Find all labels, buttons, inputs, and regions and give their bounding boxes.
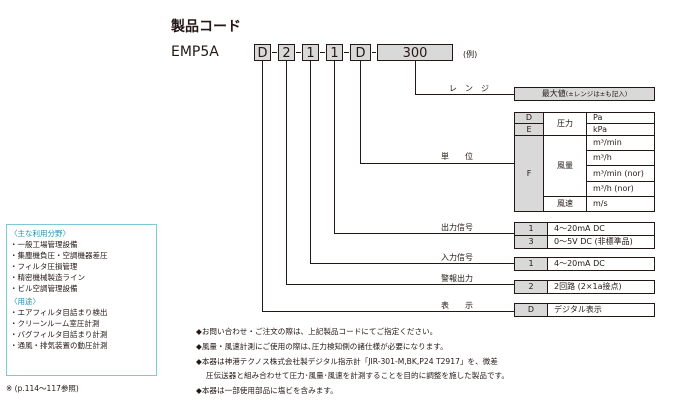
note: ◆本器は一部使用部品に塩ビを含みます。	[196, 386, 338, 395]
page-title: 製品コード	[171, 19, 241, 35]
use-item: ・クリーンルーム室圧計測	[10, 319, 100, 328]
field-item: ・集塵機負圧・空調機器差圧	[10, 251, 108, 260]
output-label: 出力信号	[441, 223, 473, 232]
input-code: 1	[514, 257, 548, 271]
field-item: ・ビル空調管理設備	[10, 284, 78, 293]
field-item: ・フィルタ圧損管理	[10, 262, 78, 271]
dash	[296, 52, 301, 53]
unit-group-pressure: 圧力	[543, 112, 587, 136]
connector-range	[415, 61, 416, 95]
page-reference: ※ (p.114～117参照)	[6, 384, 79, 393]
connector-alarm	[286, 284, 514, 285]
connector-unit	[360, 163, 514, 164]
connector-alarm	[286, 61, 287, 285]
code-box-unit: D	[350, 44, 371, 61]
alarm-text: 2回路 (2×1a接点)	[547, 280, 655, 294]
unit-value: m³/h	[586, 150, 655, 166]
connector-unit	[360, 61, 361, 164]
range-value: 最大値	[541, 89, 566, 98]
code-box-display: D	[254, 44, 271, 61]
alarm-label: 警報出力	[441, 274, 473, 283]
unit-value: m³/min	[586, 135, 655, 151]
connector-input	[310, 263, 514, 264]
input-text: 4～20mA DC	[547, 257, 655, 271]
note: ◆本器は神港テクノス株式会社製デジタル指示計「JIR-301-M,BK,P24 …	[196, 357, 498, 366]
range-value-box: 最大値(±レンジは±も記入)	[514, 87, 655, 101]
use-item: ・エアフィルタ目詰まり検出	[10, 308, 108, 317]
dash	[372, 52, 376, 53]
connector-output	[334, 233, 514, 234]
code-box-alarm: 2	[278, 44, 295, 61]
output-code: 3	[514, 235, 548, 249]
connector-display	[262, 61, 263, 312]
unit-group-wind-speed: 風速	[543, 196, 587, 212]
note: ◆風量・風速計測にご使用の際は､圧力検知側の諸仕様が必要になります。	[196, 342, 448, 351]
example-label: (例)	[463, 50, 478, 59]
field-item: ・精密機械製造ライン	[10, 273, 85, 282]
connector-display	[262, 311, 514, 312]
dash	[272, 52, 277, 53]
input-label: 入力信号	[441, 253, 473, 262]
use-item: ・バグフィルタ目詰まり計測	[10, 330, 108, 339]
connector-output	[334, 61, 335, 234]
unit-value: m/s	[586, 196, 655, 212]
display-label: 表 示	[441, 301, 473, 310]
range-note: (±レンジは±も記入)	[565, 89, 628, 98]
fields-heading: 〈主な利用分野〉	[10, 229, 70, 238]
note: 圧伝送器と組み合わせて圧力･風量･風速を計測することを目的に調整を施した製品です…	[206, 371, 509, 380]
uses-heading: 〈用途〉	[10, 297, 40, 306]
output-text: 4～20mA DC	[547, 222, 655, 236]
unit-value: m³/min (nor)	[586, 165, 655, 182]
unit-value: m³/h (nor)	[586, 181, 655, 197]
code-box-input: 1	[302, 44, 319, 61]
code-box-output: 1	[326, 44, 343, 61]
alarm-code: 2	[514, 280, 548, 294]
output-code: 1	[514, 222, 548, 236]
field-item: ・一般工場管理設備	[10, 240, 78, 249]
connector-range	[415, 94, 514, 95]
unit-label: 単 位	[441, 152, 473, 161]
code-box-range: 300	[377, 44, 453, 61]
dash	[320, 52, 325, 53]
use-item: ・通風・排気装置の動圧計測	[10, 341, 108, 350]
model-number: EMP5A	[171, 44, 219, 60]
dash	[344, 52, 349, 53]
display-text: デジタル表示	[547, 303, 655, 317]
unit-group-wind-volume: 風量	[543, 135, 587, 197]
connector-input	[310, 61, 311, 264]
range-label: レ ン ジ	[449, 84, 489, 93]
output-text: 0～5V DC (非標準品)	[547, 235, 655, 249]
application-fields-box: 〈主な利用分野〉 ・一般工場管理設備 ・集塵機負圧・空調機器差圧 ・フィルタ圧損…	[6, 224, 157, 376]
note: ◆お問い合わせ・ご注文の際は、上記製品コードにてご指定ください。	[196, 327, 438, 336]
display-code: D	[514, 303, 548, 317]
unit-code-f: F	[514, 135, 544, 212]
